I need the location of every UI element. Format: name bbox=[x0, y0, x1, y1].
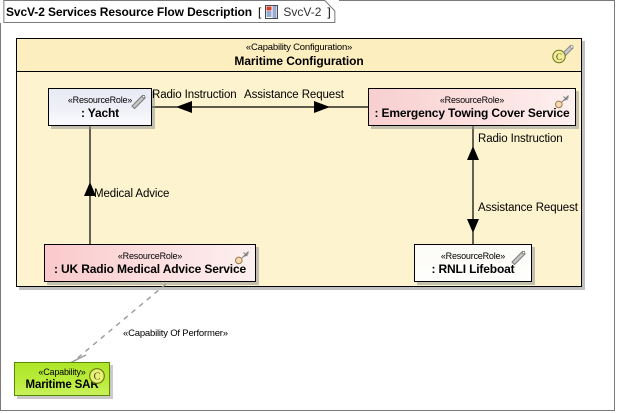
node-etcs-stereotype: «ResourceRole» bbox=[439, 94, 505, 105]
node-ukrmas-stereotype: «ResourceRole» bbox=[117, 250, 183, 261]
wrench-icon bbox=[508, 249, 527, 268]
connector-label-assistance-request-top: Assistance Request bbox=[244, 89, 344, 101]
node-etcs-name: : Emergency Towing Cover Service bbox=[374, 105, 570, 120]
capability-circle-c-icon: C bbox=[88, 367, 106, 385]
capability-configuration-name: Maritime Configuration bbox=[234, 54, 364, 68]
node-rnli-lifeboat[interactable]: «ResourceRole» : RNLI Lifeboat bbox=[414, 244, 532, 282]
node-rnli-stereotype: «ResourceRole» bbox=[440, 250, 506, 261]
wrench-icon bbox=[128, 93, 147, 112]
service-node-icon bbox=[552, 93, 571, 112]
connector-label-radio-instruction-top: Radio Instruction bbox=[152, 89, 237, 101]
diagram-document-icon bbox=[265, 4, 279, 19]
title-tab-shape bbox=[3, 0, 336, 23]
node-emergency-towing-cover-service[interactable]: «ResourceRole» : Emergency Towing Cover … bbox=[368, 88, 576, 126]
node-maritime-sar[interactable]: «Capability» Maritime SAR C bbox=[14, 362, 110, 396]
title-bracket-open: [ bbox=[258, 4, 262, 19]
diagram-reference: SvcV-2 bbox=[283, 4, 322, 19]
capability-configuration-stereotype: «Capability Configuration» bbox=[245, 42, 353, 53]
node-rnli-name: : RNLI Lifeboat bbox=[431, 261, 515, 276]
connector-label-assistance-request-right: Assistance Request bbox=[478, 202, 578, 214]
service-node-icon bbox=[232, 249, 251, 268]
connector-label-medical-advice: Medical Advice bbox=[94, 188, 170, 200]
capability-configuration-icons: C bbox=[551, 44, 575, 66]
capability-configuration-header: «Capability Configuration» Maritime Conf… bbox=[17, 39, 581, 72]
node-yacht[interactable]: «ResourceRole» : Yacht bbox=[48, 88, 152, 126]
node-yacht-name: : Yacht bbox=[80, 105, 120, 120]
node-uk-radio-medical-advice-service[interactable]: «ResourceRole» : UK Radio Medical Advice… bbox=[44, 244, 256, 282]
connector-label-capability-of-performer: «Capability Of Performer» bbox=[123, 328, 228, 339]
node-sar-stereotype: «Capability» bbox=[38, 366, 86, 377]
node-sar-name: Maritime SAR bbox=[25, 378, 99, 391]
connector-label-radio-instruction-right: Radio Instruction bbox=[478, 133, 563, 145]
svg-text:C: C bbox=[94, 372, 101, 383]
title-bracket-close: ] bbox=[327, 4, 331, 19]
capability-circle-c-icon: C bbox=[552, 49, 566, 64]
node-yacht-stereotype: «ResourceRole» bbox=[67, 94, 133, 105]
node-ukrmas-name: : UK Radio Medical Advice Service bbox=[53, 261, 246, 276]
svg-text:C: C bbox=[556, 52, 562, 62]
page-title: SvcV-2 Services Resource Flow Descriptio… bbox=[6, 4, 253, 19]
diagram-title-tab: SvcV-2 Services Resource Flow Descriptio… bbox=[0, 0, 339, 23]
